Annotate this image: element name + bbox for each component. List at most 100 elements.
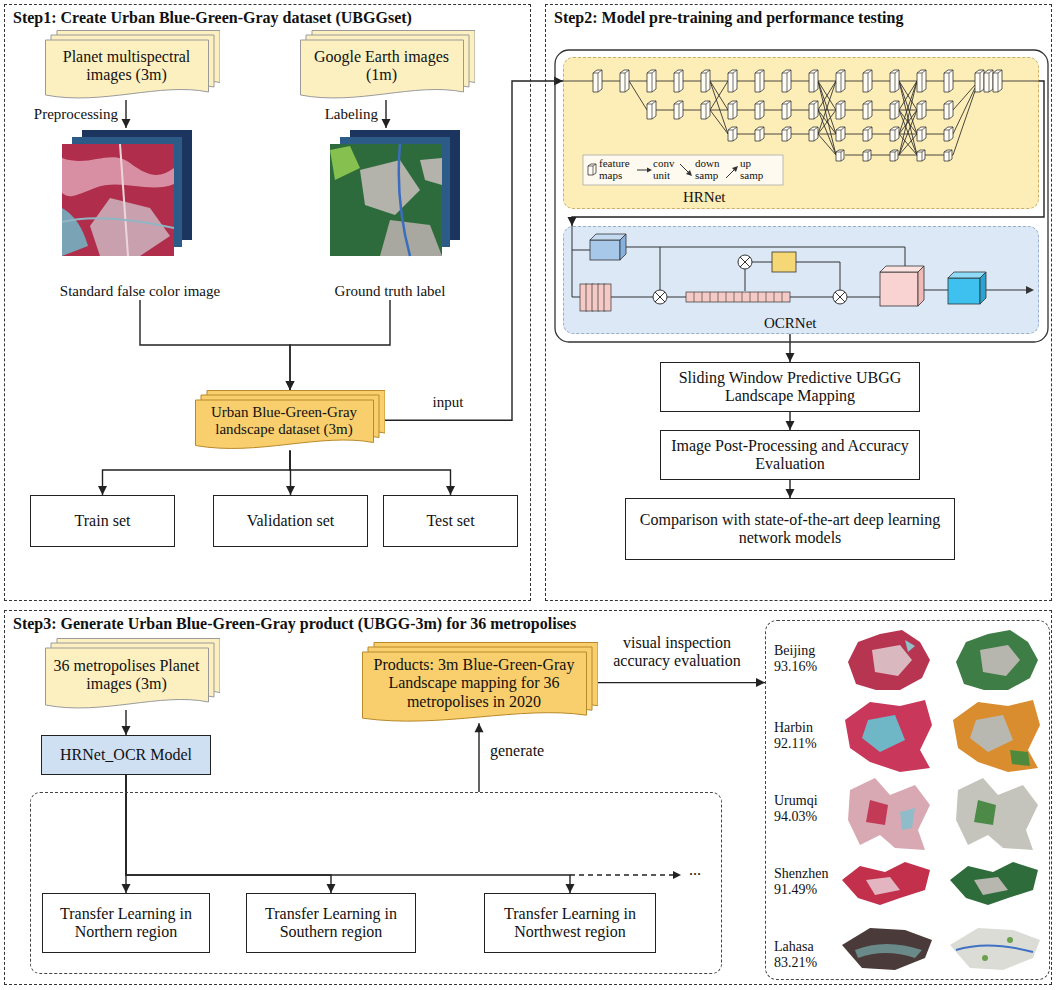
process-box: Sliding Window Predictive UBGG Landscape… — [660, 362, 920, 412]
hrnet-drawing — [755, 101, 764, 119]
ocrnet-drawing — [948, 272, 986, 278]
hrnet-drawing — [917, 150, 925, 161]
hrnet-drawing — [755, 127, 764, 141]
node-text: HRNet_OCR Model — [60, 746, 192, 764]
process-box: Image Post-Processing and Accuracy Evalu… — [660, 430, 920, 480]
network-panel: OCRNet — [563, 226, 1039, 334]
ocrnet-drawing — [590, 240, 620, 260]
hrnet-drawing — [944, 150, 952, 161]
ground-truth-image — [340, 137, 450, 247]
city-maps — [980, 645, 1020, 676]
hrnet-drawing — [620, 70, 629, 92]
document-shape — [45, 638, 220, 710]
hrnet-drawing — [563, 81, 1039, 155]
process-box: Test set — [383, 495, 518, 547]
dashed-continuation — [673, 871, 681, 879]
hrnet-drawing — [593, 70, 602, 92]
hrnet-drawing — [863, 70, 872, 92]
connector-line — [290, 300, 390, 390]
ocrnet-drawing — [738, 255, 752, 269]
node-text: Google Earth images (1m) — [306, 48, 457, 85]
hrnet-drawing — [944, 101, 953, 119]
ocrnet-drawing — [572, 226, 1028, 297]
hrnet-drawing — [836, 150, 844, 161]
edge-label: Preprocessing — [32, 106, 120, 123]
hrnet-drawing — [782, 127, 791, 141]
node-text: 36 metropolises Planet images (3m) — [51, 657, 202, 694]
process-box: Transfer Learning in Northwest region — [484, 893, 656, 953]
arrowhead — [286, 381, 295, 390]
ocrnet-drawing — [604, 284, 611, 311]
arrowhead — [98, 486, 107, 495]
connector-line — [598, 682, 765, 683]
node-text: Comparison with state-of-the-art deep le… — [634, 511, 946, 548]
ground-truth-image — [420, 158, 442, 185]
city-maps — [974, 800, 996, 825]
city-maps — [900, 808, 915, 830]
false-color-image — [82, 130, 192, 240]
hrnet-drawing — [782, 70, 791, 92]
ground-truth-image — [330, 144, 442, 256]
city-maps — [855, 944, 922, 958]
false-color-image — [62, 130, 192, 256]
hrnet-drawing — [674, 101, 683, 119]
image-caption: Ground truth label — [290, 283, 490, 300]
legend-text: feature maps — [599, 157, 630, 181]
hrnet-drawing — [647, 101, 656, 119]
hrnet-drawing — [836, 127, 845, 141]
hrnet-drawing — [647, 70, 656, 92]
step-panel: Step1: Create Urban Blue-Green-Gray data… — [4, 4, 531, 601]
ocrnet-drawing — [686, 292, 790, 302]
ocrnet-drawing — [620, 234, 626, 260]
model-box: HRNet_OCR Model — [41, 735, 211, 775]
dashed-continuation — [570, 871, 681, 879]
hrnet-drawing — [701, 101, 710, 119]
node-text: Test set — [426, 512, 474, 530]
document-shape — [300, 30, 475, 100]
network-name: OCRNet — [764, 315, 817, 332]
dataset-document: Products: 3m Blue-Green-Gray Landscape m… — [362, 642, 598, 723]
city-maps — [1010, 750, 1030, 766]
ground-truth-image — [330, 130, 460, 256]
hrnet-drawing — [944, 70, 953, 92]
false-color-image — [62, 218, 174, 228]
hrnet-legend-box — [583, 155, 783, 185]
hrnet-drawing — [890, 70, 899, 92]
hrnet-legend-box — [732, 166, 738, 172]
hrnet-legend-box — [647, 168, 652, 173]
node-text: Validation set — [247, 512, 335, 530]
ground-truth-image — [350, 130, 460, 240]
node-text: Sliding Window Predictive UBGG Landscape… — [669, 369, 911, 406]
city-maps — [956, 945, 1033, 952]
hrnet-drawing — [984, 70, 993, 92]
city-accuracy: Urumqi 94.03% — [774, 793, 818, 825]
connector-line — [385, 81, 563, 420]
city-accuracy: Shenzhen 91.49% — [774, 866, 828, 898]
document-shape — [45, 30, 220, 100]
connector — [122, 710, 131, 735]
node-text: Train set — [75, 512, 131, 530]
hrnet-drawing — [917, 127, 926, 141]
connector — [786, 412, 795, 430]
hrnet-drawing — [890, 127, 899, 141]
arrowhead — [566, 884, 575, 893]
ground-truth-image — [360, 160, 420, 215]
image-caption: Standard false color image — [25, 283, 255, 300]
hrnet-drawing — [674, 70, 683, 92]
city-maps — [866, 800, 888, 825]
model-container — [555, 50, 1048, 342]
document-sheet — [46, 648, 209, 708]
hrnet-drawing — [863, 127, 872, 141]
process-box: Validation set — [213, 495, 368, 547]
process-box: Train set — [30, 495, 175, 547]
hrnet-drawing — [563, 70, 1039, 161]
city-maps — [866, 877, 900, 895]
connector — [290, 451, 455, 496]
hrnet-legend-box — [583, 155, 783, 185]
process-box: Transfer Learning in Northern region — [42, 893, 210, 953]
ellipsis: ... — [689, 861, 701, 879]
document-stack: Google Earth images (1m) — [300, 30, 475, 100]
panel-title: Step3: Generate Urban Blue-Green-Gray pr… — [13, 615, 576, 633]
node-text: Products: 3m Blue-Green-Gray Landscape m… — [368, 656, 580, 711]
